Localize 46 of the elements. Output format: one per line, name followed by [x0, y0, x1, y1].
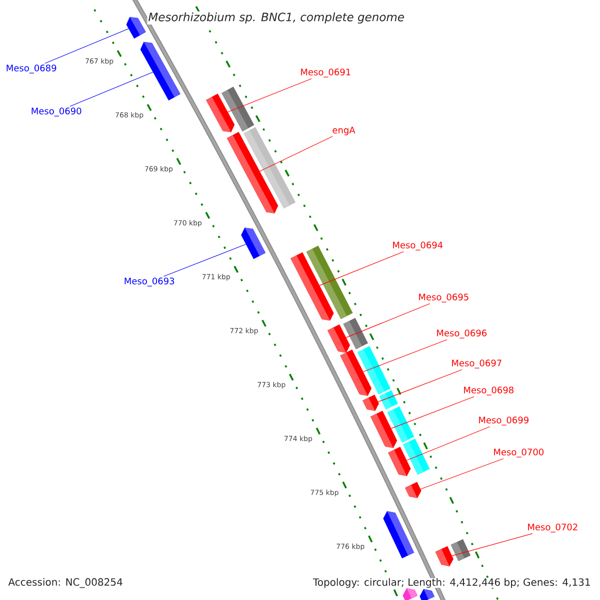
gene-label: Meso_0695	[419, 294, 468, 302]
leader-line	[163, 244, 246, 277]
gene-block	[327, 324, 350, 353]
gene-label: Meso_0699	[479, 416, 528, 426]
gene-block	[241, 228, 266, 260]
leader-line	[259, 136, 333, 172]
gene-block	[388, 446, 411, 476]
gene-block	[402, 588, 418, 600]
gene-label: Meso_0698	[464, 386, 514, 396]
gene-label: Meso_0691	[301, 68, 350, 78]
gene-label: Meso_0700	[494, 448, 544, 458]
gene-label: Meso_0696	[437, 330, 487, 338]
gene-block	[126, 16, 146, 39]
leader-line	[362, 339, 448, 372]
leader-line	[390, 396, 474, 429]
gene-block	[435, 546, 454, 566]
gene-block	[420, 589, 435, 600]
gene-block	[206, 94, 235, 132]
gene-label: Meso_0693	[124, 278, 174, 286]
leader-line	[44, 28, 129, 64]
gene-block	[340, 350, 372, 396]
footer-text: Topology: circular; Length: 4,412,446 bp; Genes: 4,131	[312, 578, 591, 588]
gene-band	[450, 539, 471, 562]
gene-block	[362, 394, 379, 411]
leader-line	[319, 251, 404, 286]
leader-line	[452, 533, 533, 556]
gene-label: Meso_0689	[6, 64, 56, 74]
gene-label: Meso_0702	[528, 524, 578, 532]
gene-band	[379, 390, 398, 410]
gene-label: engA	[332, 126, 356, 136]
footer-text: Accession: NC_008254	[8, 578, 123, 588]
gene-block	[140, 42, 180, 100]
gene-block	[370, 410, 398, 448]
leader-line	[420, 458, 504, 490]
gene-block	[226, 132, 278, 214]
gene-block	[383, 511, 414, 558]
leader-line	[406, 426, 490, 461]
leader-line	[227, 78, 312, 112]
gene-block	[405, 482, 422, 498]
gene-block	[290, 252, 334, 321]
leader-line	[70, 72, 154, 107]
title: Mesorhizobium sp. BNC1, complete genome	[147, 11, 406, 25]
leader-line	[346, 303, 430, 338]
gene-label: Meso_0697	[452, 360, 502, 368]
gene-label: Meso_0690	[32, 108, 82, 116]
gene-label: Meso_0694	[393, 242, 443, 250]
